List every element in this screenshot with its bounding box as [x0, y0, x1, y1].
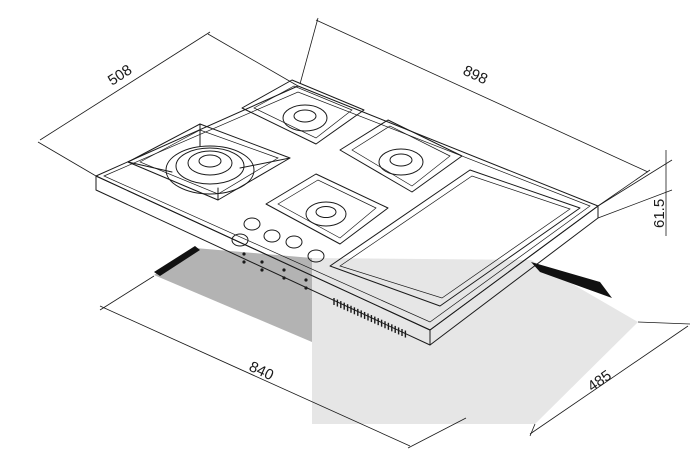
cutout-width-ext-left: [99, 275, 155, 311]
depth-label: 508: [105, 61, 135, 89]
cutout-depth-ext-front: [529, 423, 536, 437]
wok-burner: [127, 123, 291, 201]
rear-left-burner-cap: [293, 109, 317, 123]
depth-dimension-line: [39, 31, 211, 141]
knob-indicator-dot: [260, 268, 264, 272]
dimension-width-898: 898: [299, 17, 651, 207]
knob-indicator-dot: [282, 276, 286, 280]
griddle-plate: [329, 169, 581, 307]
width-ext-right: [597, 169, 651, 207]
griddle-inner: [339, 175, 571, 299]
knob-indicator-dot: [260, 260, 264, 264]
rear-left-pan-support: [241, 79, 365, 145]
control-knob: [285, 235, 303, 249]
knob-indicator-dot: [304, 278, 308, 282]
countertop-cutout: [154, 246, 638, 424]
height-label: 61.5: [651, 199, 668, 228]
control-knob: [307, 249, 325, 263]
right-burner: [339, 119, 463, 193]
control-knob: [243, 217, 261, 231]
wok-pan-support-inner: [139, 129, 279, 195]
cutout-rear-edge-left: [154, 246, 200, 276]
right-burner-cap: [389, 153, 413, 167]
front-burner-cap: [315, 206, 337, 218]
knob-indicator-dot: [304, 286, 308, 290]
knob-indicator-dot: [242, 260, 246, 264]
height-ext-top: [597, 159, 673, 207]
knob-indicator-dot: [242, 252, 246, 256]
cutout-depth-label: 485: [585, 367, 615, 395]
cutout-rear-edge-right: [531, 262, 612, 298]
right-burner-ring-1: [378, 148, 424, 176]
front-burner: [265, 173, 389, 245]
vent-slots: [333, 298, 407, 338]
rear-left-burner: [241, 79, 365, 145]
wok-pan-support: [127, 123, 291, 201]
height-ext-bottom: [597, 189, 673, 219]
dimension-depth-508: 508: [37, 31, 299, 177]
griddle-outer: [329, 169, 581, 307]
control-knob: [263, 229, 281, 243]
control-knobs: [231, 217, 325, 290]
wok-support-fingers: [127, 123, 291, 201]
glass-inner-border: [103, 91, 591, 323]
right-pan-support: [339, 119, 463, 193]
width-ext-left: [299, 17, 319, 85]
wok-burner-cap: [198, 154, 222, 168]
wok-burner-ring-3: [187, 150, 233, 176]
cutout-depth-dimension-line: [529, 325, 689, 435]
wok-burner-ring-2: [175, 147, 245, 185]
control-knob: [231, 233, 249, 247]
rear-left-pan-support-inner: [253, 85, 353, 139]
front-pan-support: [265, 173, 389, 245]
cutout-light-area: [312, 258, 638, 424]
front-burner-ring-1: [305, 201, 347, 227]
front-pan-support-inner: [277, 179, 377, 239]
depth-ext-front: [37, 141, 97, 177]
rear-left-burner-ring-1: [282, 104, 328, 132]
knob-indicator-dot: [282, 268, 286, 272]
width-label: 898: [460, 62, 490, 88]
dimension-height-61-5: 61.5: [597, 150, 673, 236]
depth-ext-rear: [207, 33, 299, 87]
cutout-width-label: 840: [246, 358, 276, 384]
cutout-width-ext-right: [407, 417, 467, 449]
cutout-width-dimension-line: [99, 305, 411, 447]
cutout-depth-ext-rear: [637, 321, 691, 325]
wok-burner-ring-1: [165, 145, 255, 195]
right-pan-support-inner: [351, 125, 451, 187]
width-dimension-line: [315, 19, 649, 173]
